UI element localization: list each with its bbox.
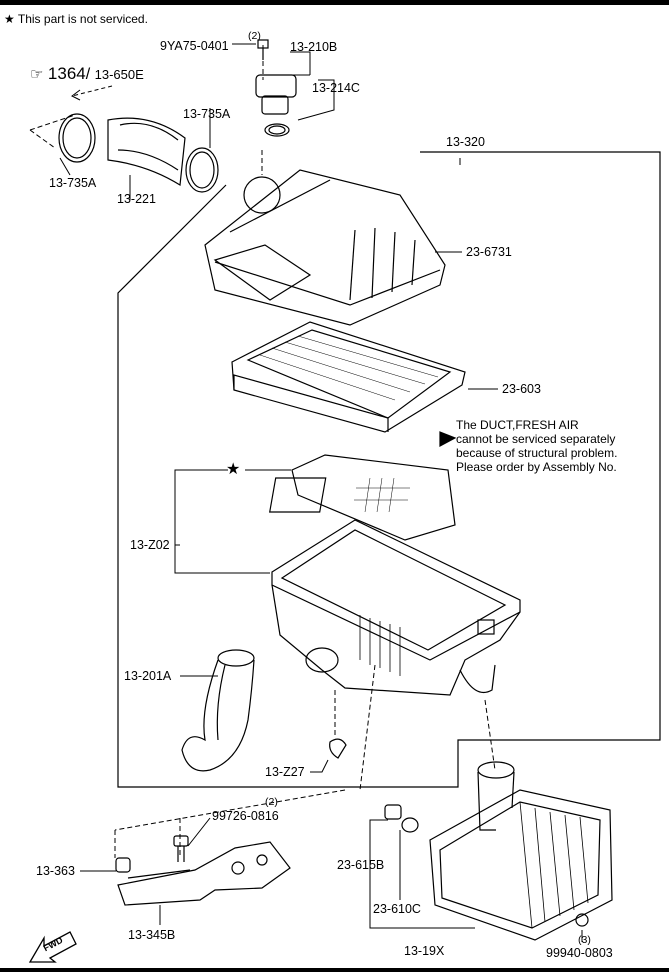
reference-number: 1364: [47, 64, 86, 83]
clip-13z27-shape: [329, 738, 347, 759]
duct-note: The DUCT,FRESH AIR cannot be serviced se…: [456, 418, 617, 474]
qty-9ya75: (2): [248, 30, 261, 42]
leader-lines: [59, 43, 583, 942]
label-13-210b[interactable]: 13-210B: [290, 40, 338, 54]
label-13-19x[interactable]: 13-19X: [404, 944, 445, 958]
label-13-214c[interactable]: 13-214C: [312, 81, 360, 95]
duct-note-line-2: cannot be serviced separately: [456, 432, 616, 446]
label-13-z02[interactable]: 13-Z02: [130, 538, 170, 552]
label-13-735a-left[interactable]: 13-735A: [49, 176, 97, 190]
fresh-air-duct-shape: [269, 431, 457, 541]
bracket-shape: [115, 841, 291, 906]
assembly-outline: [117, 151, 661, 788]
label-9ya75-0401[interactable]: 9YA75-0401: [160, 39, 229, 53]
duct-star-icon: ★: [226, 461, 241, 478]
header-note: ★ This part is not serviced.: [4, 13, 148, 25]
label-13-735a-top[interactable]: 13-735A: [183, 107, 231, 121]
qty-99726: (2): [265, 796, 278, 808]
reference-link[interactable]: ☞ 1364/ 13-650E: [30, 65, 144, 83]
star-icon: ★: [4, 12, 15, 26]
cleaner-cover-shape: [204, 169, 446, 326]
label-13-z27[interactable]: 13-Z27: [265, 765, 305, 779]
reference-separator: /: [85, 66, 91, 83]
pointing-hand-icon: ☞: [30, 66, 44, 83]
elbow-duct-shape: [181, 649, 255, 772]
label-23-6731[interactable]: 23-6731: [466, 245, 512, 259]
fwd-arrow-shape: [28, 931, 77, 963]
label-23-610c[interactable]: 23-610C: [373, 902, 421, 916]
hose-and-clamps: [58, 113, 219, 193]
label-99940-0803[interactable]: 99940-0803: [546, 946, 613, 960]
label-13-201a[interactable]: 13-201A: [124, 669, 172, 683]
label-13-345b[interactable]: 13-345B: [128, 928, 176, 942]
label-13-221[interactable]: 13-221: [117, 192, 156, 206]
top-border: [0, 0, 669, 5]
filter-element-shape: [231, 321, 466, 433]
bottom-border: [0, 968, 669, 972]
duct-note-line-4: Please order by Assembly No.: [456, 460, 617, 474]
duct-note-line-3: because of structural problem.: [456, 446, 618, 460]
label-23-603[interactable]: 23-603: [502, 382, 541, 396]
resonator-shape: [384, 761, 613, 941]
bolt-shape: [173, 835, 189, 862]
qty-99940: (3): [578, 934, 591, 946]
maf-sensor-shape: [255, 39, 297, 137]
reference-part: 13-650E: [94, 67, 144, 82]
label-13-363[interactable]: 13-363: [36, 864, 75, 878]
header-note-text: This part is not serviced.: [17, 12, 148, 26]
lower-case-shape: [271, 519, 521, 696]
label-13-320[interactable]: 13-320: [446, 135, 485, 149]
label-23-615b[interactable]: 23-615B: [337, 858, 385, 872]
label-99726-0816[interactable]: 99726-0816: [212, 809, 279, 823]
dashed-leaders: [29, 45, 496, 858]
duct-note-line-1: The DUCT,FRESH AIR: [456, 418, 579, 432]
ref-arrow: [71, 85, 113, 101]
